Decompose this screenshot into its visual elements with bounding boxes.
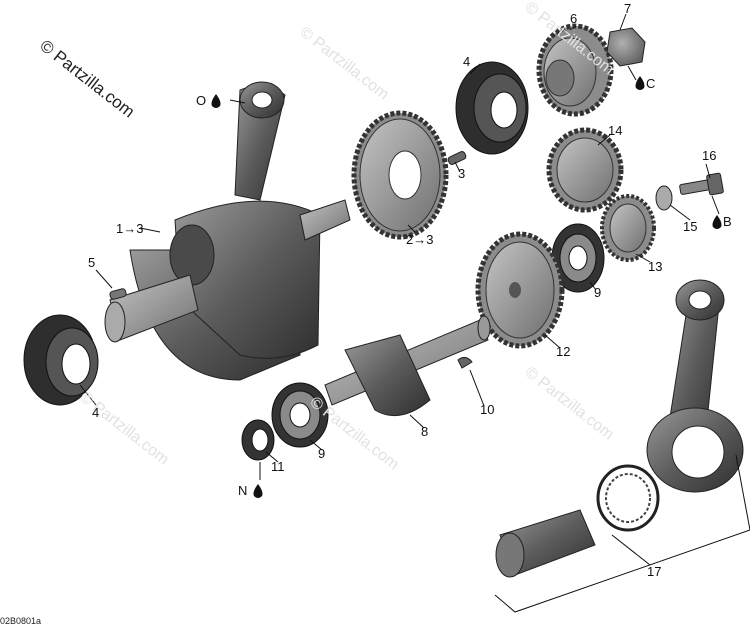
oil-drop-icon bbox=[635, 76, 645, 90]
callout-8: 8 bbox=[421, 424, 429, 439]
callout-11: 11 bbox=[271, 459, 285, 474]
callout-12: 12 bbox=[556, 344, 571, 359]
callout-2-3: 2→3 bbox=[406, 232, 434, 247]
callout-o: O bbox=[196, 93, 207, 108]
idler-gear bbox=[600, 194, 656, 262]
washer bbox=[655, 185, 673, 211]
group-bracket bbox=[494, 529, 750, 613]
connecting-rod-assembly bbox=[646, 279, 744, 493]
callout-16: 16 bbox=[702, 148, 717, 163]
callout-4-top: 4 bbox=[463, 54, 471, 69]
balancer-shaft bbox=[324, 315, 491, 417]
callout-c: C bbox=[646, 76, 656, 91]
shaft-seal bbox=[241, 419, 275, 461]
crank-pin bbox=[495, 509, 596, 578]
callout-b: B bbox=[723, 214, 732, 229]
callout-5: 5 bbox=[88, 255, 96, 270]
bearing-upper bbox=[551, 223, 605, 293]
callout-14: 14 bbox=[608, 123, 623, 138]
balancer-drive-gear bbox=[475, 231, 565, 349]
drive-gear bbox=[536, 23, 614, 117]
crank-gear bbox=[351, 110, 449, 240]
oil-drop-icon bbox=[253, 484, 263, 498]
pin bbox=[109, 288, 127, 300]
nut bbox=[606, 27, 646, 67]
leader-lines bbox=[79, 13, 720, 566]
callout-15: 15 bbox=[683, 219, 698, 234]
callout-3: 3 bbox=[458, 166, 466, 181]
connecting-rod-upper bbox=[234, 81, 286, 201]
callout-4-left: 4 bbox=[92, 405, 100, 420]
crankshaft bbox=[104, 199, 351, 381]
callout-6: 6 bbox=[570, 11, 578, 26]
group-bracket-end bbox=[735, 454, 750, 531]
callout-13: 13 bbox=[648, 259, 663, 274]
callout-9-upper: 9 bbox=[594, 285, 602, 300]
callout-n: N bbox=[238, 483, 248, 498]
key-pin bbox=[447, 151, 467, 165]
oil-drop-icon bbox=[712, 215, 722, 229]
arrow-icon: → bbox=[413, 232, 427, 247]
arrow-icon: → bbox=[123, 221, 137, 236]
callout-9-lower: 9 bbox=[318, 446, 326, 461]
callout-10: 10 bbox=[480, 402, 495, 417]
oil-seal-left bbox=[23, 314, 99, 406]
bolt bbox=[679, 172, 724, 196]
callout-1-3: 1→3 bbox=[116, 221, 144, 236]
callout-7: 7 bbox=[624, 1, 632, 16]
balancer-gear bbox=[546, 127, 624, 213]
oil-drop-icon bbox=[211, 94, 221, 108]
callout-17: 17 bbox=[647, 564, 662, 579]
needle-bearing bbox=[596, 464, 660, 532]
diagram-code: 02B0801a bbox=[0, 616, 42, 626]
bearing-lower bbox=[271, 382, 329, 448]
oil-seal-top bbox=[455, 61, 529, 155]
woodruff-key bbox=[457, 356, 473, 369]
